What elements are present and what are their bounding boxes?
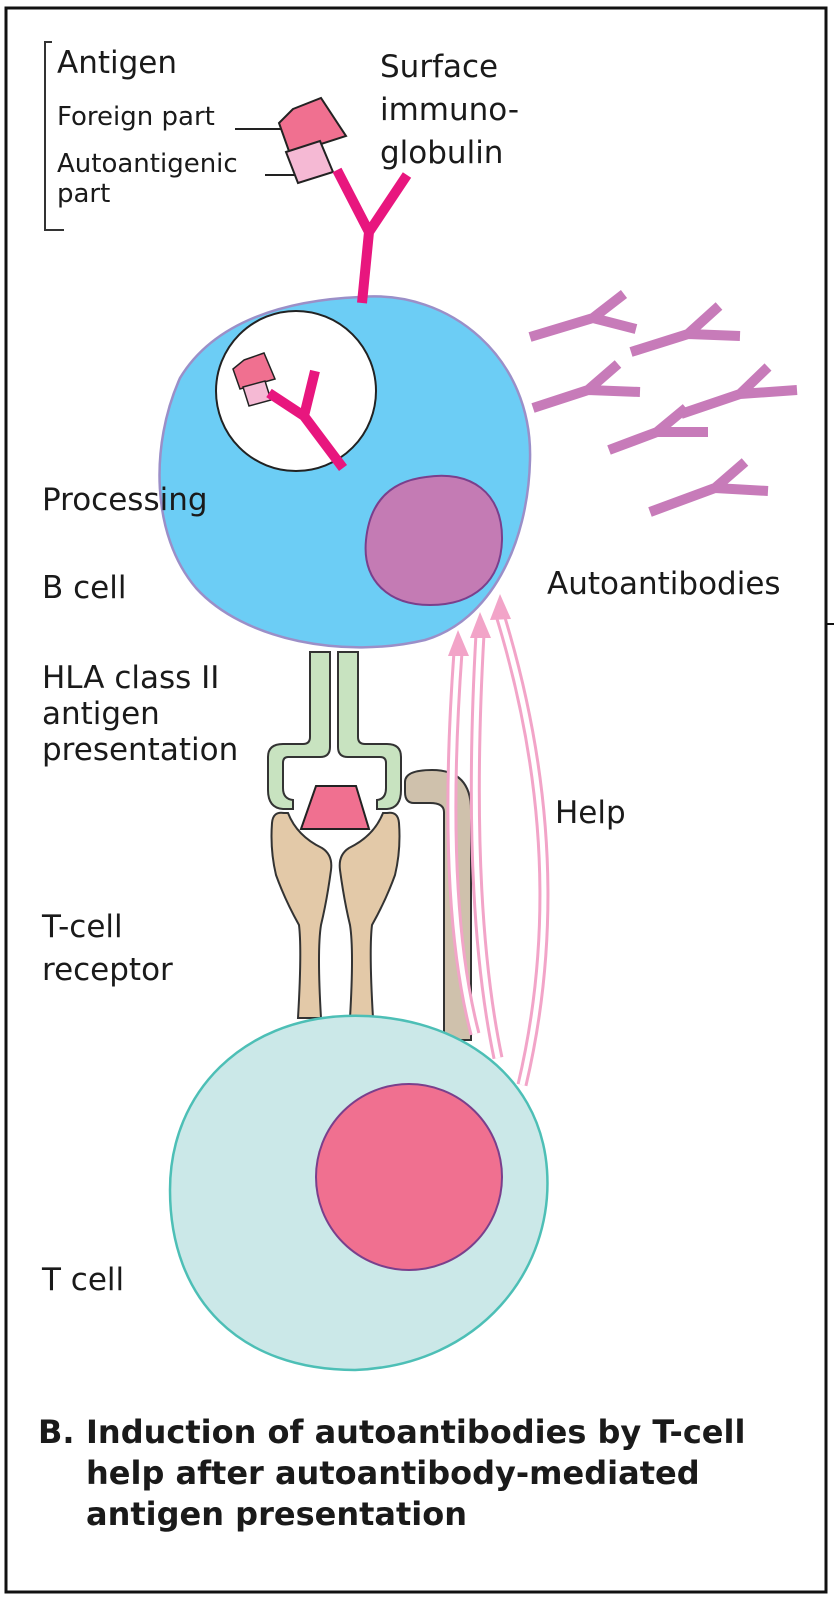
label-hla-class-ii: HLA class II antigen presentation: [42, 660, 239, 768]
autoantibody: [629, 302, 741, 357]
autoantibody: [607, 404, 708, 455]
tcr-alpha-chain: [270, 811, 333, 1019]
caption-letter: B.: [38, 1413, 75, 1451]
internal-immunoglobulin: [266, 369, 347, 471]
caption-line: help after autoantibody-mediated: [86, 1454, 700, 1492]
b-cell-nucleus: [364, 474, 504, 607]
presented-antigen: [299, 785, 371, 830]
autoantibody: [679, 363, 798, 419]
autoantibody: [531, 360, 641, 413]
frame-border: [4, 6, 828, 1594]
tcr-beta-chain: [338, 811, 401, 1019]
antigen-bracket: [44, 41, 64, 231]
hla-class-ii-molecule: [267, 651, 402, 810]
label-t-cell: T cell: [42, 1262, 125, 1298]
autoantibodies-group: [528, 290, 798, 517]
caption-line: Induction of autoantibodies by T-cell: [86, 1413, 746, 1451]
label-foreign-part: Foreign part: [57, 102, 215, 132]
t-cell-nucleus: [315, 1083, 503, 1271]
cd4-coreceptor: [404, 768, 472, 1041]
label-autoantigenic-part: Autoantigenic part: [57, 149, 238, 209]
caption-line: antigen presentation: [86, 1495, 468, 1533]
autoantibody: [528, 290, 638, 342]
help-arrows-inner: [449, 614, 547, 1086]
help-arrowhead: [448, 630, 469, 656]
label-autoantibodies: Autoantibodies: [547, 566, 781, 602]
label-t-cell-receptor: T-cell receptor: [42, 909, 173, 988]
label-processing: Processing: [42, 482, 208, 518]
label-help: Help: [555, 795, 626, 831]
label-surface-immunoglobulin: Surface immuno- globulin: [380, 49, 520, 171]
label-antigen: Antigen: [57, 45, 178, 81]
autoantibody: [648, 458, 769, 517]
surface-immunoglobulin: [332, 167, 412, 304]
antigen-autoantigenic-part: [284, 139, 335, 185]
help-arrowhead: [490, 594, 511, 620]
help-arrowhead: [470, 612, 491, 638]
processing-vesicle: [215, 310, 377, 472]
label-b-cell: B cell: [42, 570, 127, 606]
help-arrowheads: [448, 594, 511, 656]
